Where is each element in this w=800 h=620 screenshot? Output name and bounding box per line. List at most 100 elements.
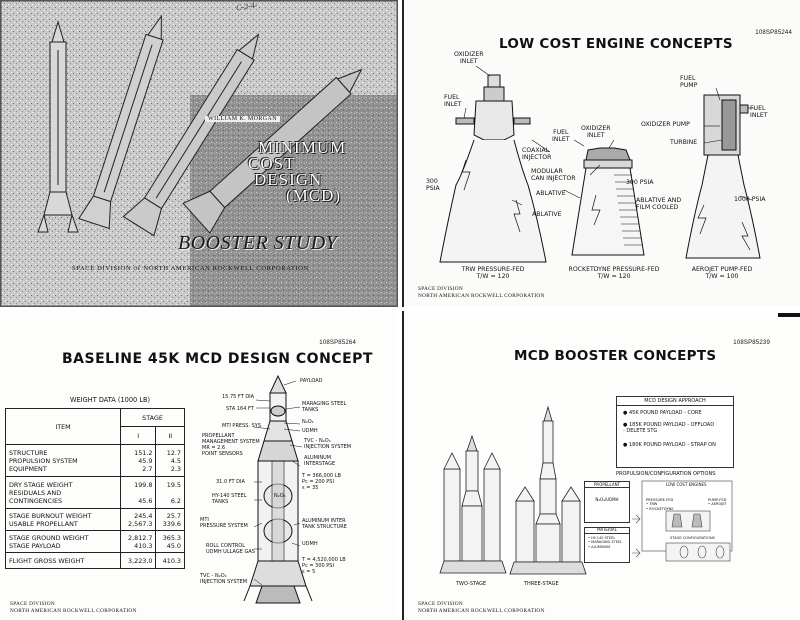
- label-coaxial-injector: COAXIAL INJECTOR: [522, 147, 552, 161]
- label-modular-can-injector: MODULAR CAN INJECTOR: [531, 168, 576, 182]
- page-footer: SPACE DIVISION NORTH AMERICAN ROCKWELL C…: [10, 601, 137, 614]
- vehicle-cutaway-drawing: [243, 374, 313, 604]
- booster-configurations-drawing: [439, 405, 733, 575]
- page-footer: SPACE DIVISION NORTH AMERICAN ROCKWELL C…: [418, 286, 545, 299]
- label-tvc-injection: TVC - N₂O₄ INJECTION SYSTEM: [304, 438, 352, 450]
- cover-org: SPACE DIVISION OF NORTH AMERICAN ROCKWEL…: [72, 265, 309, 272]
- row-stage-2: 12.7 4.5 2.3: [155, 444, 185, 477]
- page-title: MCD BOOSTER CONCEPTS: [514, 348, 717, 364]
- row-stage-1: 199.8 45.6: [119, 476, 157, 509]
- label-stage2-performance: T = 366,000 LB Pc = 200 PSI ε = 35: [302, 473, 341, 491]
- label-turbine: TURBINE: [670, 139, 698, 146]
- row-stage-1: 2,812.7 410.3: [119, 530, 157, 553]
- label-n2o4: N₂O₄: [274, 493, 286, 499]
- title-line: (MCD): [286, 186, 342, 205]
- label-stage1-performance: T = 4,520,000 LB Pc = 300 PSI ε = 5: [302, 557, 346, 575]
- corner-mark: [778, 313, 800, 317]
- design-approach-title: MCD DESIGN APPROACH: [617, 397, 733, 406]
- table-row: FLIGHT GROSS WEIGHT 3,223.0 410.3: [5, 552, 185, 569]
- row-item: DRY STAGE WEIGHT RESIDUALS AND CONTINGEN…: [5, 476, 121, 509]
- baseline-panel: 108SP85264 BASELINE 45K MCD DESIGN CONCE…: [0, 311, 401, 620]
- label-tvc-injection: TVC - N₂O₄ INJECTION SYSTEM: [200, 573, 248, 585]
- weight-data-table: ITEM STAGE I II STRUCTURE PROPULSION SYS…: [5, 408, 185, 569]
- options-title: PROPULSION/CONFIGURATION OPTIONS: [616, 471, 716, 477]
- title-line: COST: [248, 154, 296, 173]
- approach-text: 180K POUND PAYLOAD - STRAP ON: [628, 442, 716, 448]
- page-footer: SPACE DIVISION NORTH AMERICAN ROCKWELL C…: [418, 601, 545, 614]
- aerojet-engine-drawing: [685, 94, 761, 259]
- approach-item: ● 45K POUND PAYLOAD - CORE: [623, 410, 702, 416]
- propellant-box: PROPELLANT N₂O₄/UDMH: [584, 481, 630, 523]
- row-item: FLIGHT GROSS WEIGHT: [5, 552, 121, 569]
- row-stage-1: 151.2 45.9 2.7: [119, 444, 157, 477]
- approach-text: 185K POUND PAYLOAD - OFFLOAD - DELETE ST…: [623, 422, 715, 434]
- author-name: WILLIAM K. MORGAN: [205, 116, 280, 122]
- caption-aerojet: AEROJET PUMP-FED T/W = 100: [682, 266, 762, 280]
- label-aluminum-interstage: ALUMINUM INTERSTAGE: [304, 455, 336, 467]
- label-ablative: ABLATIVE: [536, 190, 566, 197]
- label-diameter: 15.75 FT DIA: [222, 394, 255, 400]
- row-item: STAGE GROUND WEIGHT STAGE PAYLOAD: [5, 530, 121, 553]
- row-stage-2: 25.7 339.6: [155, 508, 185, 531]
- label-mti-press-sys: MTI PRESS. SYS: [222, 423, 262, 429]
- label-roll-control: ROLL CONTROL UDMH ULLAGE GAS: [206, 543, 255, 555]
- caption-name: ROCKETDYNE PRESSURE-FED: [568, 266, 660, 273]
- label-fuel-inlet: FUEL INLET: [552, 129, 570, 143]
- org-company: NORTH AMERICAN ROCKWELL CORPORATION: [143, 265, 309, 272]
- title-line: DESIGN: [254, 170, 323, 189]
- low-cost-engines-label: LOW COST ENGINES: [666, 482, 707, 487]
- label-hy140-tanks: HY-140 STEEL TANKS: [212, 493, 247, 505]
- engine-concepts-panel: 108SP85244 LOW COST ENGINE CONCEPTS: [402, 0, 800, 307]
- approach-text: 45K POUND PAYLOAD - CORE: [628, 410, 702, 416]
- label-oxidizer-inlet: OXIDIZER INLET: [581, 125, 611, 139]
- label-propellant-management: PROPELLANT MANAGEMENT SYSTEM MR = 2.6 PO…: [202, 433, 260, 457]
- rocketdyne-engine-drawing: [571, 147, 645, 256]
- doc-number: 108SP85244: [755, 30, 792, 36]
- title-line: MINIMUM: [258, 138, 347, 157]
- engine-drawings: [439, 65, 761, 263]
- booster-concepts-panel: 108SP85239 MCD BOOSTER CONCEPTS: [402, 311, 800, 620]
- label-udmh: UDMH: [302, 541, 318, 547]
- design-approach-box: MCD DESIGN APPROACH ● 45K POUND PAYLOAD …: [616, 396, 734, 468]
- label-ablative: ABLATIVE: [532, 211, 562, 218]
- cover-subtitle: BOOSTER STUDY: [178, 232, 338, 254]
- label-fuel-pump: FUEL PUMP: [680, 75, 698, 89]
- label-station: STA 164 FT: [226, 406, 254, 412]
- caption-trw: TRW PRESSURE-FED T/W = 120: [448, 266, 538, 280]
- row-stage-2: 410.3: [155, 552, 185, 569]
- table-row: STAGE BURNOUT WEIGHT USABLE PROPELLANT 2…: [5, 508, 185, 531]
- row-item: STRUCTURE PROPULSION SYSTEM EQUIPMENT: [5, 444, 121, 477]
- label-fuel-inlet: FUEL INLET: [444, 94, 462, 108]
- label-diameter: 31.0 FT DIA: [216, 479, 245, 485]
- label-chamber-pressure: 300 PSIA: [626, 179, 654, 186]
- caption-tw: T/W = 120: [476, 273, 510, 280]
- material-items: • HY-140 STEEL • MARAGING STEEL • ALUMIN…: [588, 535, 623, 549]
- label-maraging-tanks: MARAGING STEEL TANKS: [302, 401, 347, 413]
- label-udmh: UDMH: [302, 428, 318, 434]
- caption-tw: T/W = 120: [597, 273, 631, 280]
- caption-name: AEROJET PUMP-FED: [691, 266, 753, 273]
- material-label: MATERIAL: [585, 527, 629, 534]
- cover-artwork: [0, 0, 398, 307]
- approach-item: ● 185K POUND PAYLOAD - OFFLOAD - DELETE …: [623, 422, 715, 434]
- pump-fed-options: PUMP-FED • AEROJET: [708, 498, 727, 507]
- stage-config-label: STAGE CONFIGURATIONS: [670, 536, 715, 540]
- caption-tw: T/W = 100: [705, 273, 739, 280]
- approach-item: ● 180K POUND PAYLOAD - STRAP ON: [623, 442, 716, 448]
- horizontal-gutter: [0, 307, 800, 311]
- page-title: LOW COST ENGINE CONCEPTS: [499, 36, 733, 52]
- page-title: BASELINE 45K MCD DESIGN CONCEPT: [62, 351, 373, 367]
- cover-panel: C-2-4- WILLIAM K. MORGAN MINIMUM COST DE…: [0, 0, 398, 307]
- label-aluminum-intertank: ALUMINUM INTER TANK STRUCTURE: [302, 518, 347, 530]
- two-stage-booster: [439, 434, 507, 574]
- label-payload: PAYLOAD: [300, 378, 323, 384]
- label-mti-pressure-system: MTI PRESSURE SYSTEM: [200, 517, 248, 529]
- doc-number: 108SP85264: [319, 340, 356, 346]
- row-stage-1: 3,223.0: [119, 552, 157, 569]
- table-title: WEIGHT DATA (1000 LB): [70, 396, 151, 404]
- caption-three-stage: THREE-STAGE: [524, 581, 559, 587]
- label-chamber-pressure: 300 PSIA: [426, 178, 440, 192]
- propellant-value: N₂O₄/UDMH: [595, 497, 619, 502]
- pressure-fed-options: PRESSURE-FED • TRW • ROCKETDYNE: [646, 498, 674, 511]
- caption-two-stage: TWO-STAGE: [456, 581, 487, 587]
